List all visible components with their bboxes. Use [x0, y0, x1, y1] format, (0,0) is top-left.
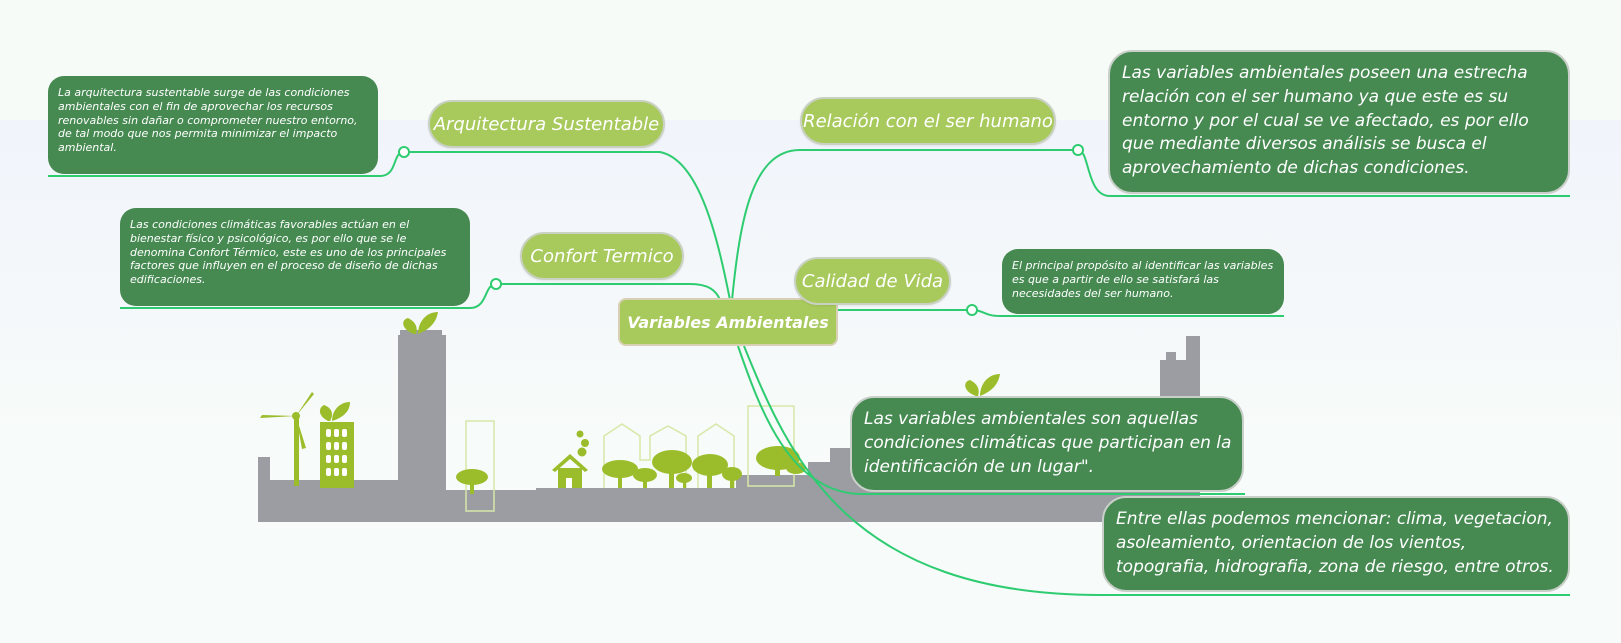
note-text: Las condiciones climáticas favorables ac…: [130, 218, 447, 286]
topic-label: Confort Termico: [530, 245, 674, 267]
leaf-sprouts: [319, 312, 1000, 421]
note-definicion[interactable]: Las variables ambientales son aquellas c…: [850, 396, 1244, 492]
connector-central-confort: [496, 283, 721, 301]
note-calidad[interactable]: El principal propósito al identificar la…: [1002, 249, 1284, 314]
collapse-handle-arquitectura[interactable]: [398, 146, 410, 158]
topic-confort-termico[interactable]: Confort Termico: [520, 232, 684, 280]
topic-calidad-de-vida[interactable]: Calidad de Vida: [794, 257, 951, 305]
wind-turbine: [260, 392, 314, 486]
topic-label: Calidad de Vida: [801, 270, 944, 292]
green-building: [320, 422, 354, 488]
note-text: El principal propósito al identificar la…: [1012, 259, 1274, 300]
topic-arquitectura-sustentable[interactable]: Arquitectura Sustentable: [428, 100, 665, 148]
collapse-handle-calidad[interactable]: [966, 304, 978, 316]
connector-central-definicion: [737, 345, 1245, 495]
collapse-handle-confort[interactable]: [490, 278, 502, 290]
note-text: La arquitectura sustentable surge de las…: [58, 86, 358, 154]
central-topic[interactable]: Variables Ambientales: [618, 298, 838, 346]
eco-house: [552, 430, 589, 488]
trees: [456, 446, 806, 494]
note-text: Las variables ambientales son aquellas c…: [864, 409, 1232, 477]
note-text: Las variables ambientales poseen una est…: [1122, 63, 1529, 179]
note-confort[interactable]: Las condiciones climáticas favorables ac…: [120, 208, 470, 306]
collapse-handle-relacion[interactable]: [1072, 144, 1084, 156]
topic-label: Arquitectura Sustentable: [433, 113, 660, 135]
topic-relacion-ser-humano[interactable]: Relación con el ser humano: [800, 97, 1056, 145]
connector-central-relacion: [731, 149, 1078, 301]
central-topic-label: Variables Ambientales: [627, 312, 829, 332]
connector-central-ejemplos: [743, 345, 1570, 596]
note-ejemplos[interactable]: Entre ellas podemos mencionar: clima, ve…: [1102, 496, 1570, 592]
note-text: Entre ellas podemos mencionar: clima, ve…: [1116, 509, 1554, 577]
note-arquitectura[interactable]: La arquitectura sustentable surge de las…: [48, 76, 378, 174]
topic-label: Relación con el ser humano: [803, 110, 1053, 132]
connector-central-arquitectura: [404, 151, 731, 301]
note-relacion[interactable]: Las variables ambientales poseen una est…: [1108, 50, 1570, 194]
